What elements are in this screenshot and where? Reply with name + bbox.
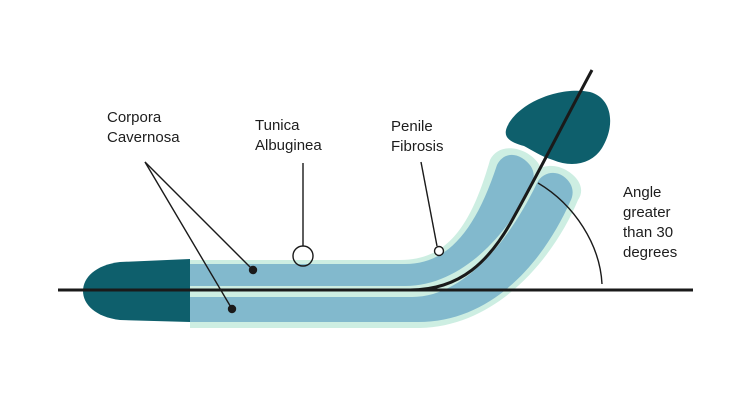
label-corpora-line1: Corpora [107, 109, 162, 126]
label-corpora-cavernosa: Corpora Cavernosa [107, 108, 180, 148]
corpora-pointer-upper [144, 161, 254, 271]
label-tunica-line2: Albuginea [255, 137, 322, 154]
angle-arc [537, 182, 603, 285]
label-penile-fibrosis: Penile Fibrosis [391, 117, 444, 157]
label-angle-line2: greater [623, 204, 671, 221]
tunica-marker [292, 245, 314, 267]
corpus-cavernosum-lower [190, 172, 573, 322]
curvature-line [409, 69, 594, 292]
corpora-dot-lower [227, 304, 237, 314]
label-angle-line1: Angle [623, 184, 662, 201]
label-angle: Angle greater than 30 degrees [623, 183, 677, 263]
fibrosis-marker [433, 245, 445, 257]
label-tunica-albuginea: Tunica Albuginea [255, 116, 322, 156]
label-tunica-line1: Tunica [255, 117, 300, 134]
label-fibrosis-line2: Fibrosis [391, 138, 444, 155]
label-fibrosis-line1: Penile [391, 118, 433, 135]
label-corpora-line2: Cavernosa [107, 129, 180, 146]
corpora-pointer-lower [144, 161, 233, 310]
label-angle-line4: degrees [623, 244, 678, 261]
corpus-cavernosum-upper [190, 154, 534, 286]
corpora-dot-upper [248, 265, 258, 275]
fibrosis-pointer [420, 161, 438, 247]
label-angle-line3: than 30 [623, 224, 674, 241]
glans [505, 90, 611, 164]
